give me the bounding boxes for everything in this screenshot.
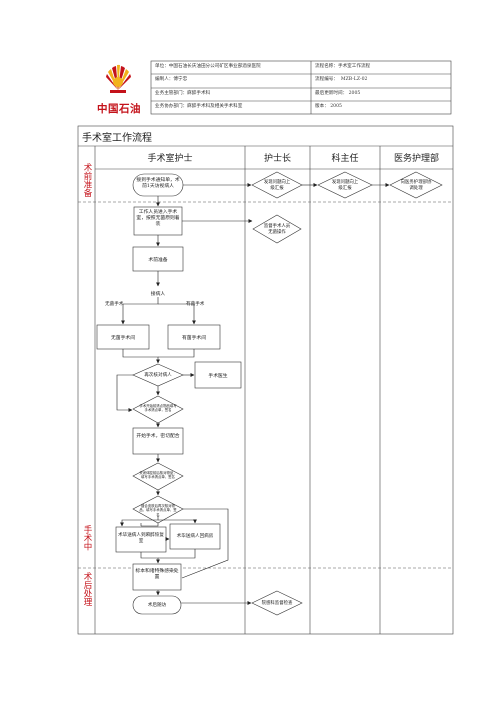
stock-box xyxy=(132,246,184,272)
lane-header-head-nurse: 护士长 xyxy=(263,154,291,164)
dir-report-label: 发现问题向上级汇报 xyxy=(331,180,359,191)
infected-room-box xyxy=(167,324,221,350)
lane-header-director: 科主任 xyxy=(331,154,359,164)
prepare-box xyxy=(133,206,183,236)
lane-header-medical-dept: 医务护理部 xyxy=(393,154,439,164)
flowchart-frame xyxy=(77,125,454,635)
count-label-1: 手术开始前清点物品填写手术清点单，签名 xyxy=(139,404,177,413)
stock-label: 术前准备 xyxy=(148,258,168,263)
to-ward-box xyxy=(169,523,221,550)
hn-check-label: 监督手术人员无菌操作 xyxy=(263,224,291,235)
hn-report-decision xyxy=(251,171,303,199)
connectors xyxy=(116,183,390,605)
count-label-3: 缝合皮肤后再次核对物品，填写手术清点单，签名 xyxy=(139,504,177,517)
header-main-dept: 业务主管部门：麻醉手术科 xyxy=(155,91,211,96)
logo-wordmark: 中国石油 xyxy=(97,103,141,115)
hn-report-label: 发现问题向上级汇报 xyxy=(263,180,291,191)
phase-preop: 术前准备 xyxy=(82,163,92,197)
surgeon-label: 手术医生 xyxy=(208,374,228,379)
surgeon-box xyxy=(194,361,242,389)
header-update-time: 最后更新时间： 2005 xyxy=(315,91,361,96)
aseptic-branch-label: 无菌手术 xyxy=(105,302,124,307)
header-table xyxy=(150,60,452,115)
phase-intraop: 手术中 xyxy=(82,525,92,551)
specimen-label: 标本和诸特殊感染处置 xyxy=(135,569,179,580)
followup-label: 术后随访 xyxy=(147,603,167,608)
count-label-2: 关闭体腔前后核对物品，填写手术清点单，签名 xyxy=(139,471,177,480)
lane-header-nurse: 手术室护士 xyxy=(147,154,193,164)
start-op-label: 开始手术，密切配合 xyxy=(136,434,180,439)
header-process-name: 流程名称：手术室工作流程 xyxy=(315,64,371,69)
flowchart-title: 手术室工作流程 xyxy=(82,133,152,144)
start-op-box xyxy=(132,427,184,455)
med-coord-label: 向医务护理部协调处理 xyxy=(400,180,432,191)
specimen-box xyxy=(132,563,182,591)
hn-check-decision xyxy=(252,214,302,244)
header-sub-dept: 业务协办部门：麻醉手术科及相关手术科室 xyxy=(155,104,243,109)
to-recovery-box xyxy=(115,526,167,553)
aseptic-room-label: 无菌手术间 xyxy=(111,336,135,341)
aseptic-room-box xyxy=(96,324,150,350)
followup-terminal xyxy=(132,595,182,615)
header-editor: 编制人：傅宁忠 xyxy=(155,77,188,82)
dir-report-decision xyxy=(317,171,373,199)
infected-room-label: 有菌手术间 xyxy=(182,336,206,341)
receive-label: 接病人 xyxy=(150,292,166,297)
infected-branch-label: 有菌手术 xyxy=(186,302,205,307)
petrochina-logo-icon xyxy=(106,64,131,93)
med-coord-decision xyxy=(389,171,443,199)
header-process-no: 流程编号： MZB-LZ-02 xyxy=(315,77,368,82)
phase-postop: 术后处理 xyxy=(82,572,92,606)
start-label: 接到手术通知单，术前1天访视病人 xyxy=(136,178,180,189)
to-ward-label: 术毕送病人回病房 xyxy=(176,534,214,539)
hn-infect-label: 院感科监督检查 xyxy=(261,601,293,606)
prepare-label: 工作人员进入手术室，按照无菌原则着装 xyxy=(136,210,180,227)
header-version: 版本： 2005 xyxy=(315,104,342,109)
to-recovery-label: 术毕送病人到麻醉恢复室 xyxy=(118,533,164,544)
verify-label: 再次核对病人 xyxy=(144,373,172,378)
hn-infect-decision xyxy=(251,590,303,616)
header-unit: 单位：中国石油长庆油田分公司矿区事业部酒泉医院 xyxy=(155,64,261,69)
